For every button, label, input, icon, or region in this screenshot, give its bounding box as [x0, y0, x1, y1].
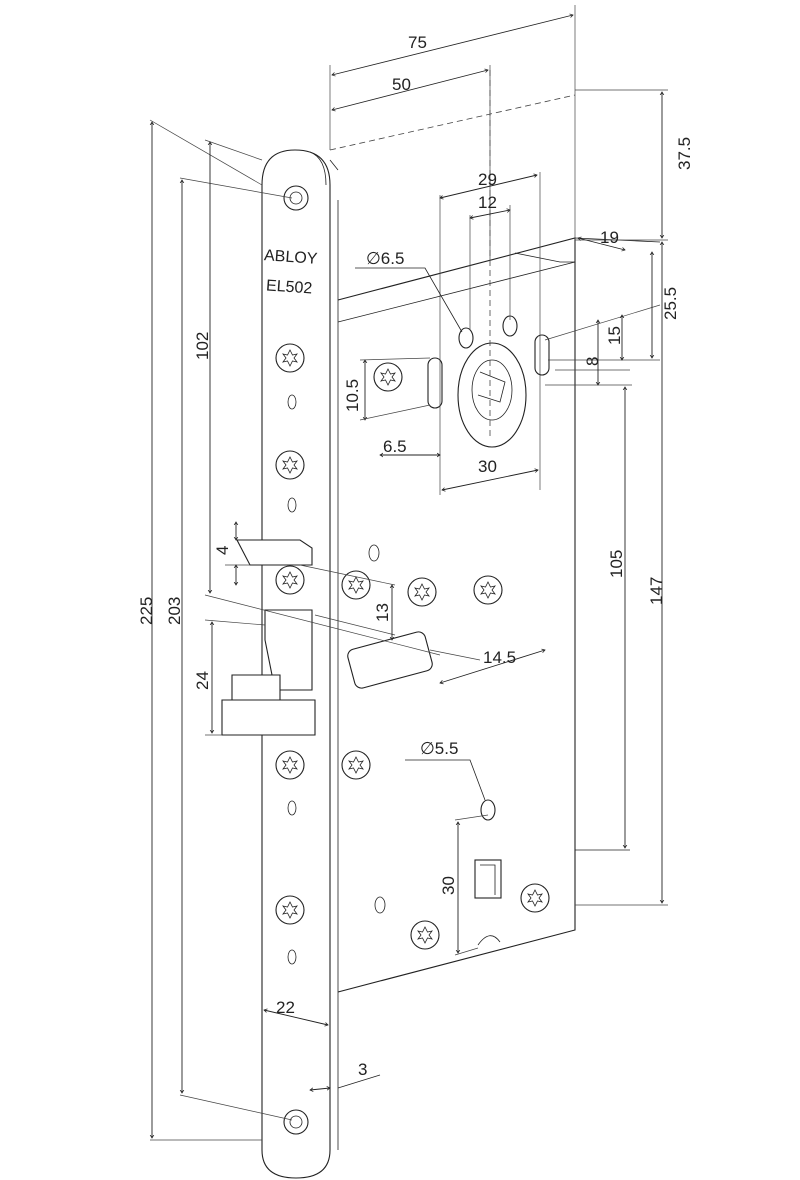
screw-hole-top [283, 185, 309, 211]
dim-8: 8 [583, 357, 602, 366]
dim-10-5: 10.5 [343, 379, 362, 412]
dimension-labels: 75 50 37.5 29 12 19 ∅6.5 25.5 15 8 10.5 … [137, 33, 694, 1079]
dimension-lines [150, 5, 668, 1141]
dim-37-5: 37.5 [675, 137, 694, 170]
dim-12: 12 [478, 193, 497, 212]
hole-5-5 [480, 799, 496, 821]
dim-147: 147 [647, 577, 666, 605]
dim-105: 105 [607, 550, 626, 578]
logo-model: EL502 [266, 277, 313, 297]
dim-75: 75 [408, 33, 427, 52]
dim-13: 13 [373, 603, 392, 622]
dim-3: 3 [358, 1060, 367, 1079]
dim-hole-6-5: ∅6.5 [366, 249, 404, 268]
latch-bolts [221, 539, 316, 736]
dim-225: 225 [137, 597, 156, 625]
dim-4: 4 [213, 546, 232, 555]
faceplate: ABLOY EL502 [261, 149, 339, 1179]
logo-brand: ABLOY [264, 247, 319, 268]
dim-hole-5-5: ∅5.5 [420, 739, 458, 758]
lock-body [329, 94, 661, 993]
dim-30-top: 30 [478, 457, 497, 476]
dim-102: 102 [193, 332, 212, 360]
dim-6-5: 6.5 [383, 437, 407, 456]
dim-15: 15 [605, 326, 624, 345]
dim-22: 22 [276, 998, 295, 1017]
dim-203: 203 [165, 597, 184, 625]
dim-29: 29 [478, 170, 497, 189]
dim-24: 24 [193, 671, 212, 690]
screw-hole-bottom [283, 1109, 309, 1135]
dim-30-bottom: 30 [439, 876, 458, 895]
dim-14-5: 14.5 [483, 648, 516, 667]
dim-19: 19 [600, 228, 619, 247]
dim-50: 50 [392, 75, 411, 94]
dim-25-5: 25.5 [661, 287, 680, 320]
cylinder-hole [457, 342, 527, 448]
